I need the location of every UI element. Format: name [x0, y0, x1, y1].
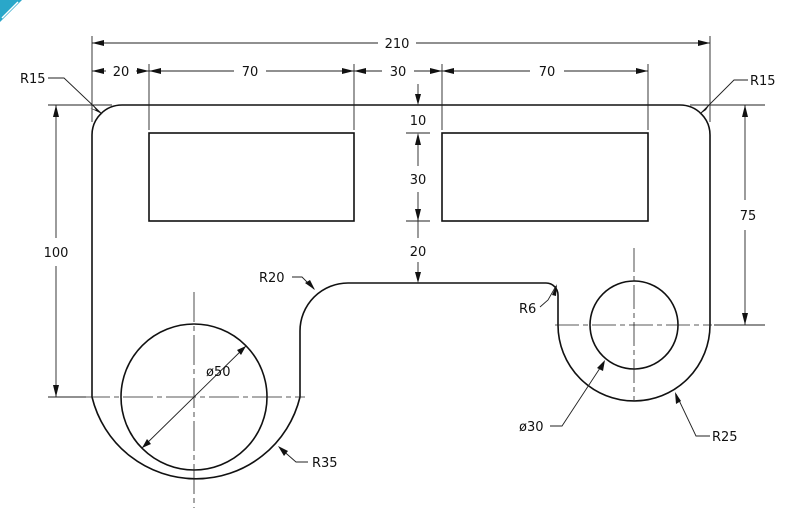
- dim-slot-right-width: 70: [539, 65, 556, 80]
- part-outline: [91, 104, 711, 480]
- radius-inner-fillet-label: R20: [259, 271, 285, 286]
- dim-overall-height: 100: [44, 246, 69, 261]
- radius-small-arc-label: R25: [712, 430, 738, 445]
- right-slot: [441, 132, 649, 222]
- corner-badge-icon: [0, 0, 22, 22]
- dim-slot-left-width: 70: [242, 65, 259, 80]
- extension-lines: [48, 36, 765, 398]
- dim-overall-width: 210: [385, 37, 410, 52]
- dim-slot-height: 30: [410, 173, 427, 188]
- dim-top-gap: 10: [410, 114, 427, 129]
- diameter-small-label: ø30: [519, 420, 544, 435]
- radius-top-right-label: R15: [750, 74, 776, 89]
- left-slot: [148, 132, 355, 222]
- radius-large-arc-label: R35: [312, 456, 338, 471]
- dimension-lines: [55, 42, 746, 397]
- dim-below-slot: 20: [410, 245, 427, 260]
- dim-slot-gap: 30: [390, 65, 407, 80]
- dim-left-margin: 20: [113, 65, 130, 80]
- arrowheads: [53, 40, 748, 397]
- radius-top-left-label: R15: [20, 72, 46, 87]
- centerlines: [80, 248, 712, 508]
- leader-lines: [48, 77, 748, 463]
- dim-right-height: 75: [740, 209, 757, 224]
- diameter-large-label: ø50: [206, 365, 231, 380]
- radius-small-fillet-label: R6: [519, 302, 536, 317]
